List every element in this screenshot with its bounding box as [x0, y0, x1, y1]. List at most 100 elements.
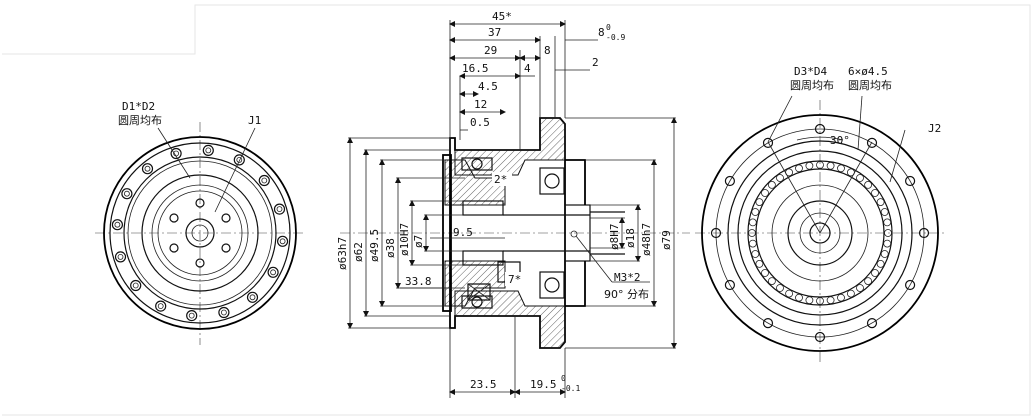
front-bolt-hole [130, 279, 142, 292]
dim-d49-5: ø49.5 [368, 229, 381, 262]
rear-mounting-hole [814, 123, 826, 135]
front-bolt-hole-inner [270, 269, 277, 276]
front-bolt-hole-inner [205, 147, 212, 154]
front-bolt-hole [233, 154, 245, 166]
dim-d63h7: ø63h7 [336, 237, 349, 270]
roller [761, 269, 769, 277]
front-bolt-hole-inner [188, 312, 195, 319]
dim-d48h7: ø48h7 [640, 223, 653, 256]
rear-mounting-hole [710, 227, 722, 239]
front-bolt-hole [218, 306, 230, 319]
front-ref-label: J1 [248, 114, 261, 127]
roller [751, 250, 760, 258]
front-bolt-hole [111, 219, 124, 231]
roller [748, 239, 757, 248]
front-bolt-hole [155, 300, 167, 312]
front-bolt-hole [246, 291, 259, 303]
roller [856, 174, 864, 182]
front-bolt-hole [121, 188, 133, 200]
roller [768, 277, 776, 286]
roller [761, 189, 769, 197]
rear-angle-label: 30° [830, 134, 850, 147]
right-diameters: ø8H7 ø18 ø48h7 ø79 [565, 117, 677, 349]
front-inner-hole [195, 258, 205, 268]
dim-12: 12 [474, 98, 487, 111]
roller [795, 164, 803, 173]
front-bolt-holes [111, 144, 289, 322]
front-bolt-hole-inner [249, 294, 256, 301]
dim-d8h7: ø8H7 [608, 224, 621, 251]
roller [871, 189, 879, 197]
roller [795, 293, 803, 302]
thread-note-distribution: 90° 分布 [604, 288, 649, 301]
dim-16-5: 16.5 [462, 62, 489, 75]
roller [748, 229, 756, 237]
dim-4-5: 4.5 [478, 80, 498, 93]
roller [805, 161, 814, 170]
roller [751, 208, 760, 216]
front-bolt-hole-inner [117, 253, 124, 260]
dim-33-8: 33.8 [405, 275, 432, 288]
dim-0-5: 0.5 [470, 116, 490, 129]
roller [864, 180, 872, 189]
dim-4: 4 [524, 62, 531, 75]
rear-mounting-hole [866, 318, 878, 329]
roller [755, 198, 764, 207]
dim-d79: ø79 [660, 230, 673, 250]
roller [880, 250, 889, 258]
dim-37: 37 [488, 26, 501, 39]
roller [856, 284, 864, 292]
roller [876, 198, 885, 207]
dim-8-tol: 8 [598, 26, 605, 39]
front-bolt-hole-inner [220, 309, 227, 316]
dim-8: 8 [544, 44, 551, 57]
roller [837, 293, 845, 302]
dim-d38: ø38 [384, 238, 397, 258]
front-bolt-hole [277, 235, 289, 247]
front-inner-hole [169, 243, 179, 253]
roller [816, 297, 824, 305]
roller [826, 161, 835, 170]
dim-2-star: 2* [494, 173, 507, 186]
top-dimensions: 45* 37 8 0 -0.9 29 8 16.5 4 2 4.5 12 0.5 [449, 10, 625, 150]
roller [776, 284, 784, 292]
dim-d18: ø18 [624, 228, 637, 248]
dim-19-5-lower: -0.1 [561, 384, 580, 393]
thread-note: M3*2 [614, 271, 641, 284]
front-inner-hole [221, 243, 231, 253]
front-bolt-hole-inner [114, 221, 121, 228]
dim-23-5: 23.5 [470, 378, 497, 391]
rear-ref-label: J2 [928, 122, 941, 135]
front-inner-holes [169, 198, 231, 268]
dim-2: 2 [592, 56, 599, 69]
front-pattern-label: D1*D2 [122, 100, 155, 113]
rear-roller-ring [748, 161, 892, 305]
rear-mounting-hole [904, 279, 916, 291]
front-bolt-hole-inner [124, 190, 130, 197]
front-bolt-hole-inner [279, 238, 286, 245]
rear-mounting-hole [762, 137, 774, 148]
rear-mounting-holes [710, 123, 930, 343]
front-bolt-hole [186, 310, 198, 322]
roller [805, 296, 814, 305]
sheet-frame [2, 4, 1031, 416]
rear-mounting-hole [904, 175, 916, 187]
front-bolt-hole-inner [132, 282, 139, 289]
front-bolt-hole-inner [144, 165, 151, 172]
roller [768, 180, 776, 189]
roller [871, 269, 879, 277]
front-bolt-hole [267, 266, 279, 278]
rear-hole-label-cn: 圆周均布 [848, 79, 892, 92]
rear-hole-label: 6×ø4.5 [848, 65, 888, 78]
rear-mounting-hole [918, 227, 930, 239]
front-bolt-hole [141, 163, 154, 175]
roller [755, 259, 764, 268]
bearing-bottom [461, 271, 565, 309]
roller [876, 259, 885, 268]
roller [883, 218, 892, 227]
front-bolt-hole-inner [276, 206, 283, 213]
rear-mounting-hole [762, 318, 774, 329]
front-bolt-hole [202, 144, 214, 156]
front-inner-hole [169, 213, 179, 223]
